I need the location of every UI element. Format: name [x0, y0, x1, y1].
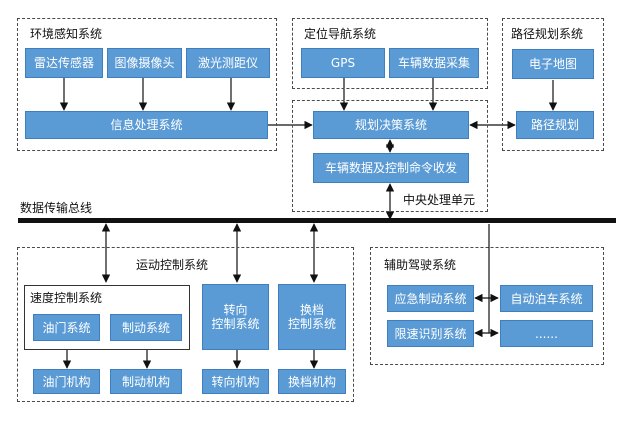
assist-group-title: 辅助驾驶系统 — [384, 258, 457, 272]
vehicle-cmd-node[interactable]: 车辆数据及控制命令收发 — [313, 153, 469, 183]
assist-driving-group — [370, 247, 604, 365]
shift-mech-node[interactable]: 换档机构 — [278, 369, 346, 394]
auto-parking-node[interactable]: 自动泊车系统 — [500, 285, 593, 312]
env-group-title: 环境感知系统 — [30, 27, 103, 41]
motion-control-group — [17, 247, 354, 402]
path-planning-group — [502, 18, 604, 151]
emap-node[interactable]: 电子地图 — [512, 49, 594, 79]
emergency-brake-node[interactable]: 应急制动系统 — [387, 285, 474, 312]
throttle-system-node[interactable]: 油门系统 — [33, 314, 100, 341]
cpu-group — [292, 100, 488, 212]
speed-control-title: 速度控制系统 — [30, 291, 103, 305]
throttle-mech-node[interactable]: 油门机构 — [33, 369, 100, 394]
info-processing-node[interactable]: 信息处理系统 — [25, 111, 268, 139]
steering-control-node[interactable]: 转向 控制系统 — [202, 284, 269, 350]
nav-group-title: 定位导航系统 — [304, 27, 377, 41]
laser-rangefinder-node[interactable]: 激光测距仪 — [186, 48, 270, 78]
decision-node[interactable]: 规划决策系统 — [313, 111, 469, 139]
data-bus-bar — [18, 218, 616, 223]
shift-control-node[interactable]: 换档 控制系统 — [278, 284, 346, 350]
radar-sensor-node[interactable]: 雷达传感器 — [25, 48, 103, 78]
gps-node[interactable]: GPS — [301, 48, 385, 78]
steering-mech-node[interactable]: 转向机构 — [202, 369, 269, 394]
vehicle-data-node[interactable]: 车辆数据采集 — [389, 48, 479, 78]
more-systems-node[interactable]: ...... — [500, 320, 593, 347]
brake-mech-node[interactable]: 制动机构 — [110, 369, 182, 394]
speed-limit-node[interactable]: 限速识别系统 — [387, 320, 474, 347]
path-planning-node[interactable]: 路径规划 — [516, 111, 594, 139]
bus-label: 数据传输总线 — [20, 201, 93, 215]
nav-group — [292, 18, 488, 89]
motion-group-title: 运动控制系统 — [136, 258, 209, 272]
camera-node[interactable]: 图像摄像头 — [107, 48, 182, 78]
path-group-title: 路径规划系统 — [511, 27, 584, 41]
cpu-group-title: 中央处理单元 — [403, 193, 476, 207]
env-perception-group — [17, 18, 277, 151]
brake-system-node[interactable]: 制动系统 — [110, 314, 182, 341]
